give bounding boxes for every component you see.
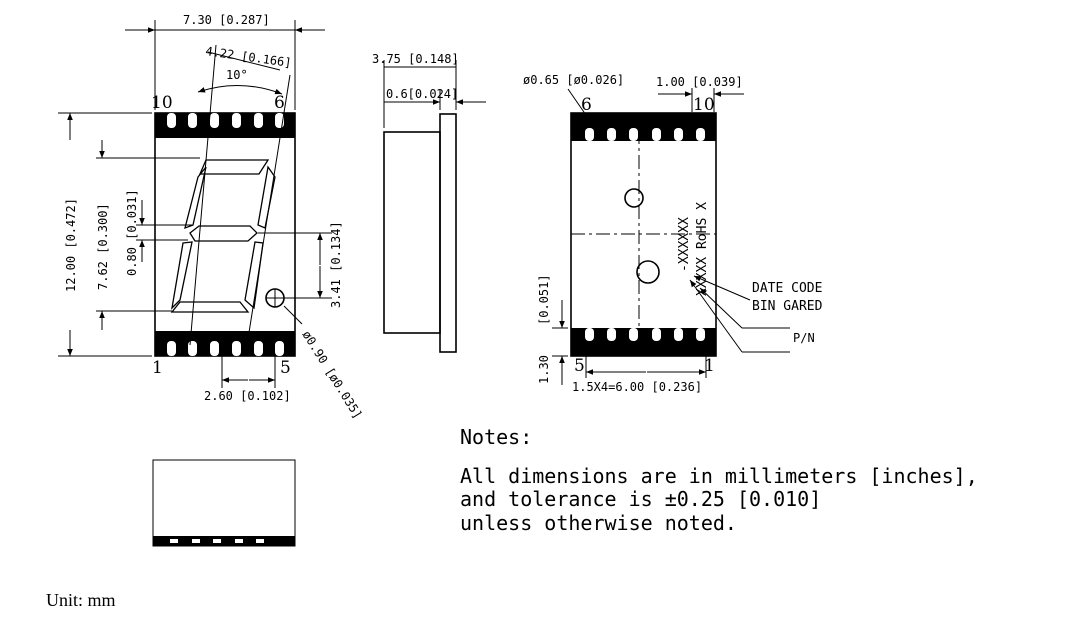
notes-title: Notes: xyxy=(460,425,532,449)
dim-digit-height: 7.62 [0.300] xyxy=(96,203,110,290)
pin-label: 5 xyxy=(574,356,585,376)
pin-label: 10 xyxy=(151,93,173,113)
marking-line-2: XXXXX RoHS X xyxy=(695,202,710,296)
dim-pin-length-in: [0.051] xyxy=(537,274,551,325)
marking-line-1: -XXXXXX xyxy=(677,217,692,272)
dim-hole-diameter: ø0.65 [ø0.026] xyxy=(523,73,624,87)
back-view: -XXXXXX XXXXX RoHS X 6 10 5 1 ø0.65 [ø0.… xyxy=(523,73,823,394)
notes-line-1: All dimensions are in millimeters [inche… xyxy=(460,464,978,488)
notes-line-2: and tolerance is ±0.25 [0.010] xyxy=(460,487,821,511)
notes-line-3: unless otherwise noted. xyxy=(460,511,737,535)
pin-label: 6 xyxy=(274,93,285,113)
front-view: 7.30 [0.287] 4.22 [0.166] 10° 10 6 1 5 1… xyxy=(58,13,365,421)
dim-pin-span: 2.60 [0.102] xyxy=(204,389,291,403)
label-date-code: DATE CODE xyxy=(752,281,822,296)
dim-pin-length: 1.30 xyxy=(537,355,551,384)
dim-pitch: 1.00 [0.039] xyxy=(656,75,743,89)
side-view: 3.75 [0.148] 0.6[0.024] xyxy=(372,52,486,353)
dim-segment-width: 0.80 [0.031] xyxy=(125,189,139,276)
seven-segment-digit xyxy=(170,159,276,313)
label-bin-grade: BIN GARED xyxy=(752,299,823,314)
dim-digit-width: 4.22 [0.166] xyxy=(205,44,293,70)
notes-block: Notes: All dimensions are in millimeters… xyxy=(460,425,978,535)
unit-label: Unit: mm xyxy=(46,590,116,610)
bottom-view xyxy=(152,459,296,547)
pin-label: 5 xyxy=(280,358,291,378)
dim-dp-diameter: ø0.90 [ø0.035] xyxy=(299,328,364,421)
label-part-number: P/N xyxy=(793,331,815,345)
dim-face-thickness: 0.6[0.024] xyxy=(386,87,458,101)
dim-width-top: 7.30 [0.287] xyxy=(183,13,270,27)
pin-label: 1 xyxy=(704,356,715,376)
dim-height: 12.00 [0.472] xyxy=(64,198,78,292)
pin-label: 1 xyxy=(152,358,163,378)
pin-label: 6 xyxy=(581,95,592,115)
pin-label: 10 xyxy=(693,95,715,115)
dim-slant-angle: 10° xyxy=(226,68,248,82)
dim-depth: 3.75 [0.148] xyxy=(372,52,459,66)
dim-pin-row: 1.5X4=6.00 [0.236] xyxy=(572,380,702,394)
dim-dp-height: 3.41 [0.134] xyxy=(329,221,343,308)
